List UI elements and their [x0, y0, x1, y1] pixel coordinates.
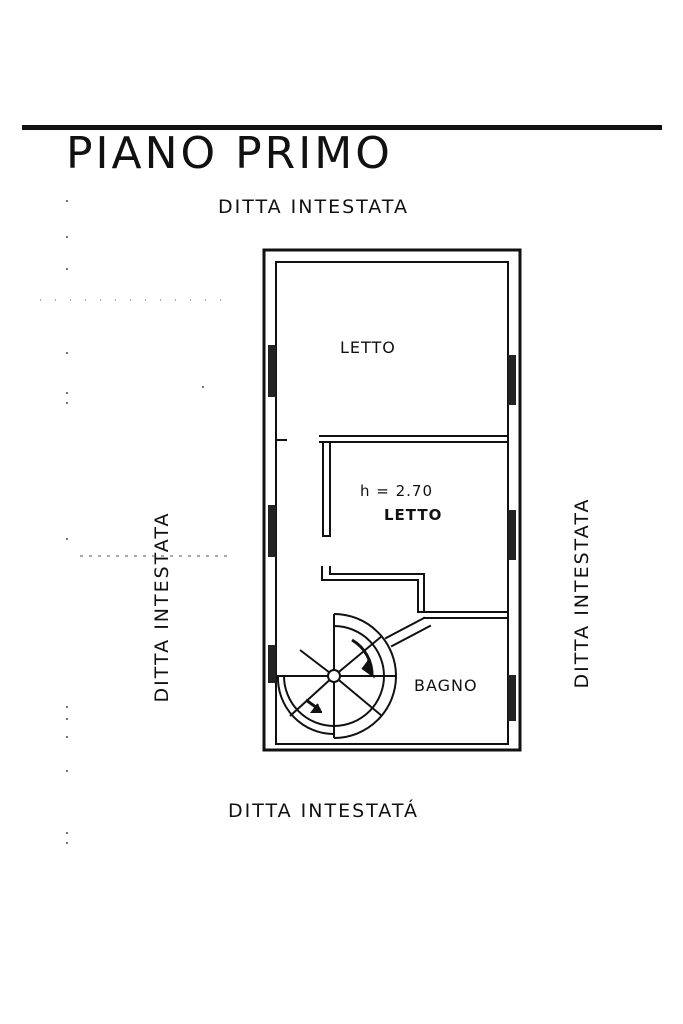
window-left-1: [268, 345, 276, 397]
bath-wall: [417, 611, 509, 619]
window-right-3: [508, 675, 516, 721]
room-label-letto-1: LETTO: [340, 338, 396, 357]
neighbour-label-bottom: DITTA INTESTATÁ: [228, 800, 419, 822]
title-rule: [22, 125, 662, 130]
window-left-2: [268, 505, 276, 557]
window-right-2: [508, 510, 516, 560]
bath-door-wall: [384, 616, 432, 648]
spiral-staircase: [276, 613, 397, 739]
room-height-label: h = 2.70: [360, 482, 434, 500]
outer-wall-inner: [275, 261, 509, 745]
window-right-1: [508, 355, 516, 405]
window-left-3: [268, 645, 276, 683]
outer-wall-outer: [262, 248, 522, 752]
page-title: PIANO PRIMO: [66, 128, 393, 179]
room-label-letto-2: LETTO: [384, 506, 443, 524]
closet-wall: [322, 443, 331, 537]
room-label-bagno: BAGNO: [414, 676, 478, 695]
neighbour-label-top: DITTA INTESTATA: [218, 196, 409, 218]
landing-wall: [321, 566, 425, 613]
partition-wall: [319, 435, 509, 443]
